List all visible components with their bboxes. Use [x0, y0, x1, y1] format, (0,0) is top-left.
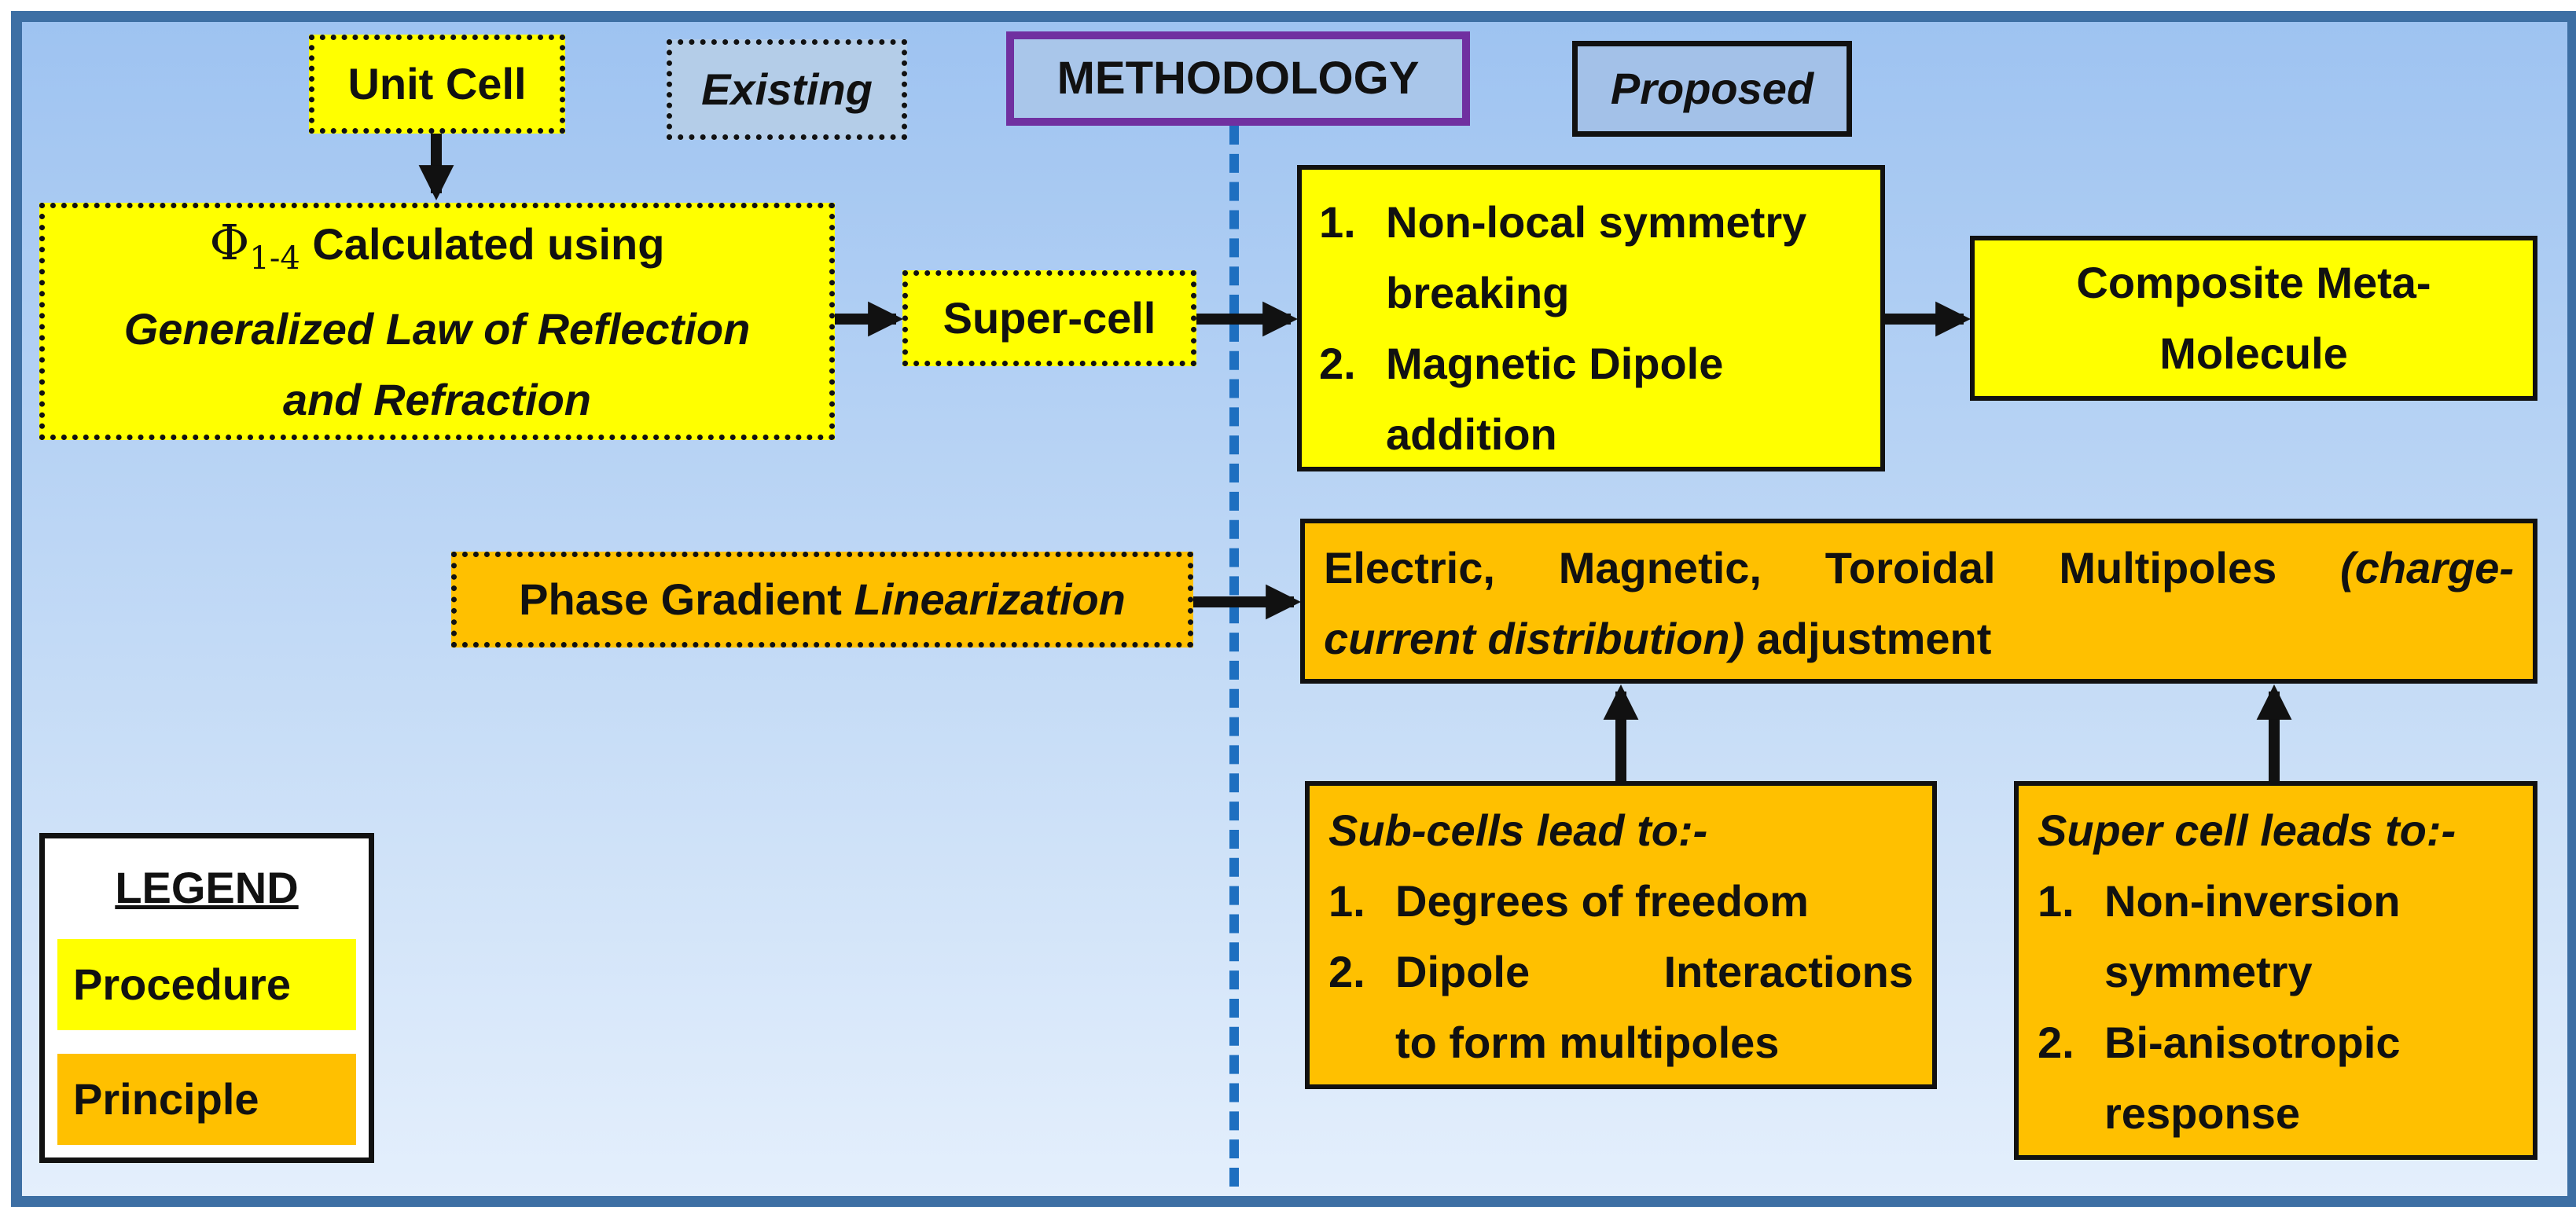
existing-text: Existing — [701, 64, 873, 114]
subcells-list: 1. Degrees of freedom 2. Dipole Interactio… — [1328, 866, 1913, 1078]
item-text: Non-inversion symmetry — [2104, 876, 2401, 996]
calc-text-1: Calculated using — [299, 219, 665, 269]
calc-line-2: Generalized Law of Reflection — [123, 304, 751, 354]
legend-procedure-swatch: Procedure — [57, 939, 356, 1030]
phase-prefix-text: Phase Gradient — [519, 574, 854, 624]
multipoles-box: Electric, Magnetic, Toroidal Multipoles … — [1300, 519, 2537, 684]
legend-title: LEGEND — [45, 853, 369, 923]
list-item: 1. Non-inversion symmetry — [2038, 866, 2517, 1007]
item-text: Bi-anisotropic response — [2104, 1018, 2401, 1138]
legend-box: LEGEND Procedure Principle — [39, 833, 374, 1163]
list-number: 1. — [1328, 876, 1365, 926]
list-number: 1. — [1319, 197, 1356, 247]
multipoles-line-1: Electric, Magnetic, Toroidal Multipoles … — [1324, 533, 2514, 604]
phi-symbol: Φ — [209, 214, 250, 271]
phase-italic-text: Linearization — [854, 574, 1126, 624]
multipoles-italic: (charge- — [2277, 543, 2514, 592]
phi-subscript: 1-4 — [249, 240, 300, 277]
composite-meta-molecule-box: Composite Meta- Molecule — [1970, 236, 2537, 401]
legend-title-text: LEGEND — [115, 863, 299, 912]
proposed-label: Proposed — [1572, 41, 1852, 137]
list-item: 2. Dipole Interactions to form multipoles — [1328, 937, 1913, 1078]
list-item: 2. Magnetic Dipole addition — [1319, 328, 1865, 470]
legend-procedure-label: Procedure — [73, 959, 291, 1009]
legend-principle-label: Principle — [73, 1074, 259, 1124]
calc-line-3: and Refraction — [282, 375, 592, 424]
multipoles-italic: current distribution) — [1324, 614, 1745, 663]
methodology-label: METHODOLOGY — [1006, 31, 1470, 126]
step-text: Magnetic Dipole addition — [1386, 339, 1724, 459]
item-text: Degrees of freedom — [1395, 876, 1809, 926]
multipoles-text: Electric, Magnetic, Toroidal Multipoles — [1324, 543, 2277, 592]
multipoles-line-2: current distribution) adjustment — [1324, 604, 2514, 674]
supercell-list: 1. Non-inversion symmetry 2. Bi-anisotropi… — [2038, 866, 2517, 1149]
list-number: 2. — [1319, 339, 1356, 388]
legend-principle-swatch: Principle — [57, 1054, 356, 1145]
list-number: 1. — [2038, 876, 2074, 926]
composite-line-2: Molecule — [2159, 328, 2348, 378]
list-number: 2. — [1328, 947, 1365, 996]
subcells-box: Sub-cells lead to:- 1. Degrees of freedom… — [1305, 781, 1937, 1089]
step-text: Non-local symmetry breaking — [1386, 197, 1807, 317]
proposed-text: Proposed — [1610, 64, 1814, 113]
subcells-title: Sub-cells lead to:- — [1328, 805, 1708, 855]
calc-line-1: Φ1-4 Calculated using — [124, 207, 751, 294]
phase-gradient-box: Phase Gradient Linearization — [451, 552, 1193, 648]
super-cell-box: Super-cell — [902, 270, 1196, 366]
divider-line — [1229, 126, 1239, 1187]
supercell-box: Super cell leads to:- 1. Non-inversion sy… — [2014, 781, 2537, 1160]
symmetry-steps-box: 1. Non-local symmetry breaking 2. Magnetic… — [1297, 165, 1885, 471]
item-text: to form multipoles — [1395, 1018, 1780, 1067]
phase-calculation-box: Φ1-4 Calculated using Generalized Law of… — [39, 203, 835, 440]
item-text: Dipole Interactions — [1395, 947, 1913, 996]
unit-cell-text: Unit Cell — [347, 59, 527, 108]
super-cell-text: Super-cell — [943, 293, 1156, 343]
unit-cell-box: Unit Cell — [309, 35, 565, 134]
methodology-text: METHODOLOGY — [1056, 53, 1420, 104]
existing-label: Existing — [667, 39, 907, 140]
symmetry-steps-list: 1. Non-local symmetry breaking 2. Magnetic… — [1319, 187, 1865, 470]
multipoles-text: adjustment — [1744, 614, 1992, 663]
supercell-title: Super cell leads to:- — [2038, 805, 2457, 855]
list-number: 2. — [2038, 1018, 2074, 1067]
list-item: 2. Bi-anisotropic response — [2038, 1007, 2517, 1149]
list-item: 1. Non-local symmetry breaking — [1319, 187, 1865, 328]
list-item: 1. Degrees of freedom — [1328, 866, 1913, 937]
composite-line-1: Composite Meta- — [2076, 258, 2431, 307]
